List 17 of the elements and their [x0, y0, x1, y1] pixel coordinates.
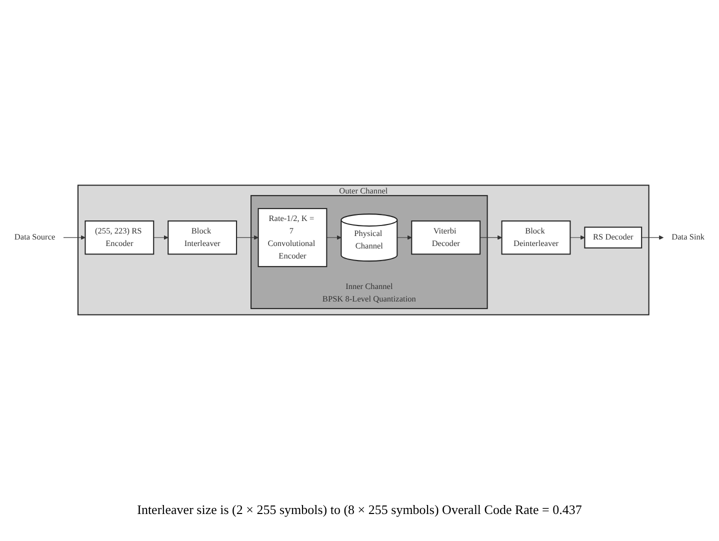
arrow: [641, 235, 664, 240]
arrow: [236, 235, 258, 240]
node-box: RS Decoder: [584, 226, 642, 248]
arrow: [153, 235, 168, 240]
note-text: Interleaver size is (2 × 255 symbols) to (8 × 255 symbols) Overall Code Rate = 0.437: [137, 502, 582, 518]
arrow: [63, 235, 86, 240]
node-text: Data Source: [14, 232, 56, 242]
node-box: Rate-1/2, K = 7 Convolutional Encoder: [258, 208, 328, 268]
node-text: Data Sink: [672, 232, 705, 242]
arrow: [570, 235, 585, 240]
arrow: [326, 235, 342, 240]
node-box: Block Deinterleaver: [501, 220, 571, 255]
node-box: (255, 223) RS Encoder: [84, 220, 154, 255]
arrow: [480, 235, 502, 240]
arrow: [396, 235, 412, 240]
node-box: Viterbi Decoder: [411, 220, 481, 255]
node-box: Block Interleaver: [168, 220, 238, 255]
